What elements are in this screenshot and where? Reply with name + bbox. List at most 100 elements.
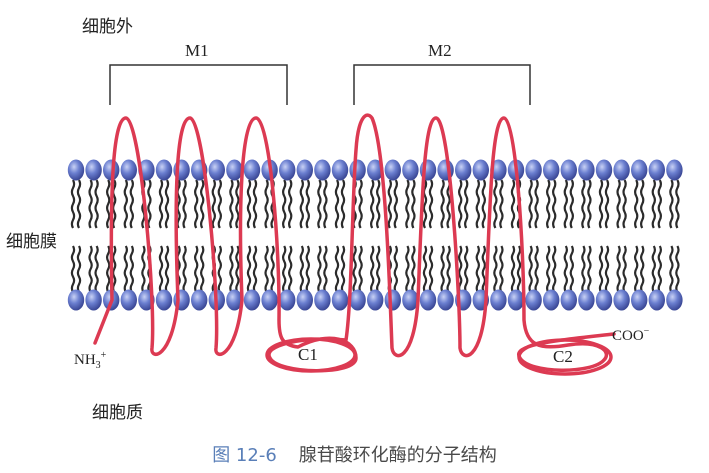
lipid-tail: [112, 179, 117, 229]
lipid-tail: [229, 179, 234, 229]
lipid-tail: [334, 179, 340, 229]
lipid-tail: [499, 179, 504, 229]
lipid-tail: [422, 245, 428, 293]
lipid-tail: [405, 245, 410, 293]
lipid-tail: [493, 179, 498, 229]
lipid-head: [472, 159, 489, 181]
m1-label: M1: [185, 41, 209, 60]
lipid-head: [103, 159, 120, 181]
c1-label: C1: [298, 345, 318, 364]
lipid-head: [490, 289, 507, 311]
lipid-tail: [129, 245, 134, 293]
lipid-tail: [387, 179, 392, 229]
lipid-tail: [446, 245, 451, 293]
lipid-head: [648, 289, 665, 311]
lipid-tail: [458, 179, 463, 229]
c-terminus-label: COO−: [612, 326, 650, 344]
lipid-tail: [70, 245, 76, 293]
lipid-tail: [211, 179, 216, 229]
lipid-head: [543, 289, 560, 311]
lipid-tail: [546, 179, 551, 229]
m1-bracket: [109, 64, 288, 105]
n-terminus-label: NH3+: [74, 350, 107, 371]
lipid-tail: [428, 245, 434, 293]
lipid-head: [367, 159, 384, 181]
lipid-tail: [510, 179, 516, 229]
lipid-tail: [675, 179, 680, 229]
lipid-tail: [282, 179, 287, 229]
lipid-tail: [552, 179, 557, 229]
lipid-tail: [458, 245, 463, 293]
lipid-tail: [305, 245, 310, 293]
lipid-tail: [516, 245, 522, 293]
lipid-head: [261, 289, 278, 311]
extracellular-label: 细胞外: [82, 17, 133, 37]
lipid-head: [120, 289, 137, 311]
lipid-head: [367, 289, 384, 311]
lipid-head: [349, 159, 366, 181]
lipid-tail: [94, 179, 99, 229]
lipid-tail: [370, 179, 375, 229]
lipid-tail: [481, 179, 486, 229]
lipid-tail: [598, 179, 604, 229]
lipid-tail: [616, 179, 621, 229]
lipid-head: [384, 159, 401, 181]
lipid-tail: [376, 245, 381, 293]
protein-chain: [93, 113, 616, 373]
lipid-head: [384, 289, 401, 311]
lipid-tail: [604, 245, 610, 293]
lipid-tail: [340, 179, 346, 229]
lipid-tail: [235, 245, 240, 293]
lipid-tail: [305, 179, 310, 229]
lipid-tail: [634, 245, 639, 293]
lipid-head: [560, 159, 577, 181]
lipid-tail: [158, 179, 164, 229]
lipid-tail: [651, 245, 656, 293]
lipid-tail: [182, 245, 187, 293]
lipid-head: [243, 159, 261, 181]
lipid-head: [543, 159, 560, 181]
lipid-tail: [651, 179, 656, 229]
cytoplasm-label: 细胞质: [92, 403, 143, 423]
lipid-head: [648, 159, 665, 181]
lipid-tail: [252, 245, 258, 293]
m2-bracket: [353, 64, 531, 105]
lipid-tail: [246, 179, 252, 229]
lipid-tail: [534, 245, 539, 293]
lipid-head: [613, 159, 630, 181]
lipid-head: [595, 159, 613, 181]
lipid-head: [525, 159, 542, 181]
lipid-tail: [622, 179, 627, 229]
lipid-head: [490, 159, 507, 181]
lipid-tail: [464, 245, 469, 293]
lipid-tail: [622, 245, 627, 293]
lipid-head: [226, 289, 243, 311]
lipid-head: [279, 159, 296, 181]
lipid-tail: [669, 245, 674, 293]
lipid-head: [208, 159, 225, 181]
lipid-tail: [358, 179, 363, 229]
lipid-tail: [334, 245, 340, 293]
lipid-tail: [200, 179, 205, 229]
lipid-tail: [164, 245, 170, 293]
lipid-tail: [569, 179, 574, 229]
lipid-tail: [669, 179, 674, 229]
lipid-head: [120, 159, 137, 181]
lipid-head: [191, 289, 208, 311]
lipid-head: [349, 289, 366, 311]
lipid-tail: [563, 179, 568, 229]
lipid-tail: [70, 179, 76, 229]
lipid-tail: [528, 179, 533, 229]
lipid-tail: [552, 245, 557, 293]
lipid-tail: [604, 179, 610, 229]
lipid-tail: [141, 245, 146, 293]
lipid-tail: [411, 179, 416, 229]
lipid-tail: [129, 179, 134, 229]
lipid-head: [595, 289, 613, 311]
lipid-tail: [288, 245, 293, 293]
lipid-head: [525, 289, 542, 311]
lipid-tail: [534, 179, 539, 229]
lipid-tail: [246, 245, 252, 293]
